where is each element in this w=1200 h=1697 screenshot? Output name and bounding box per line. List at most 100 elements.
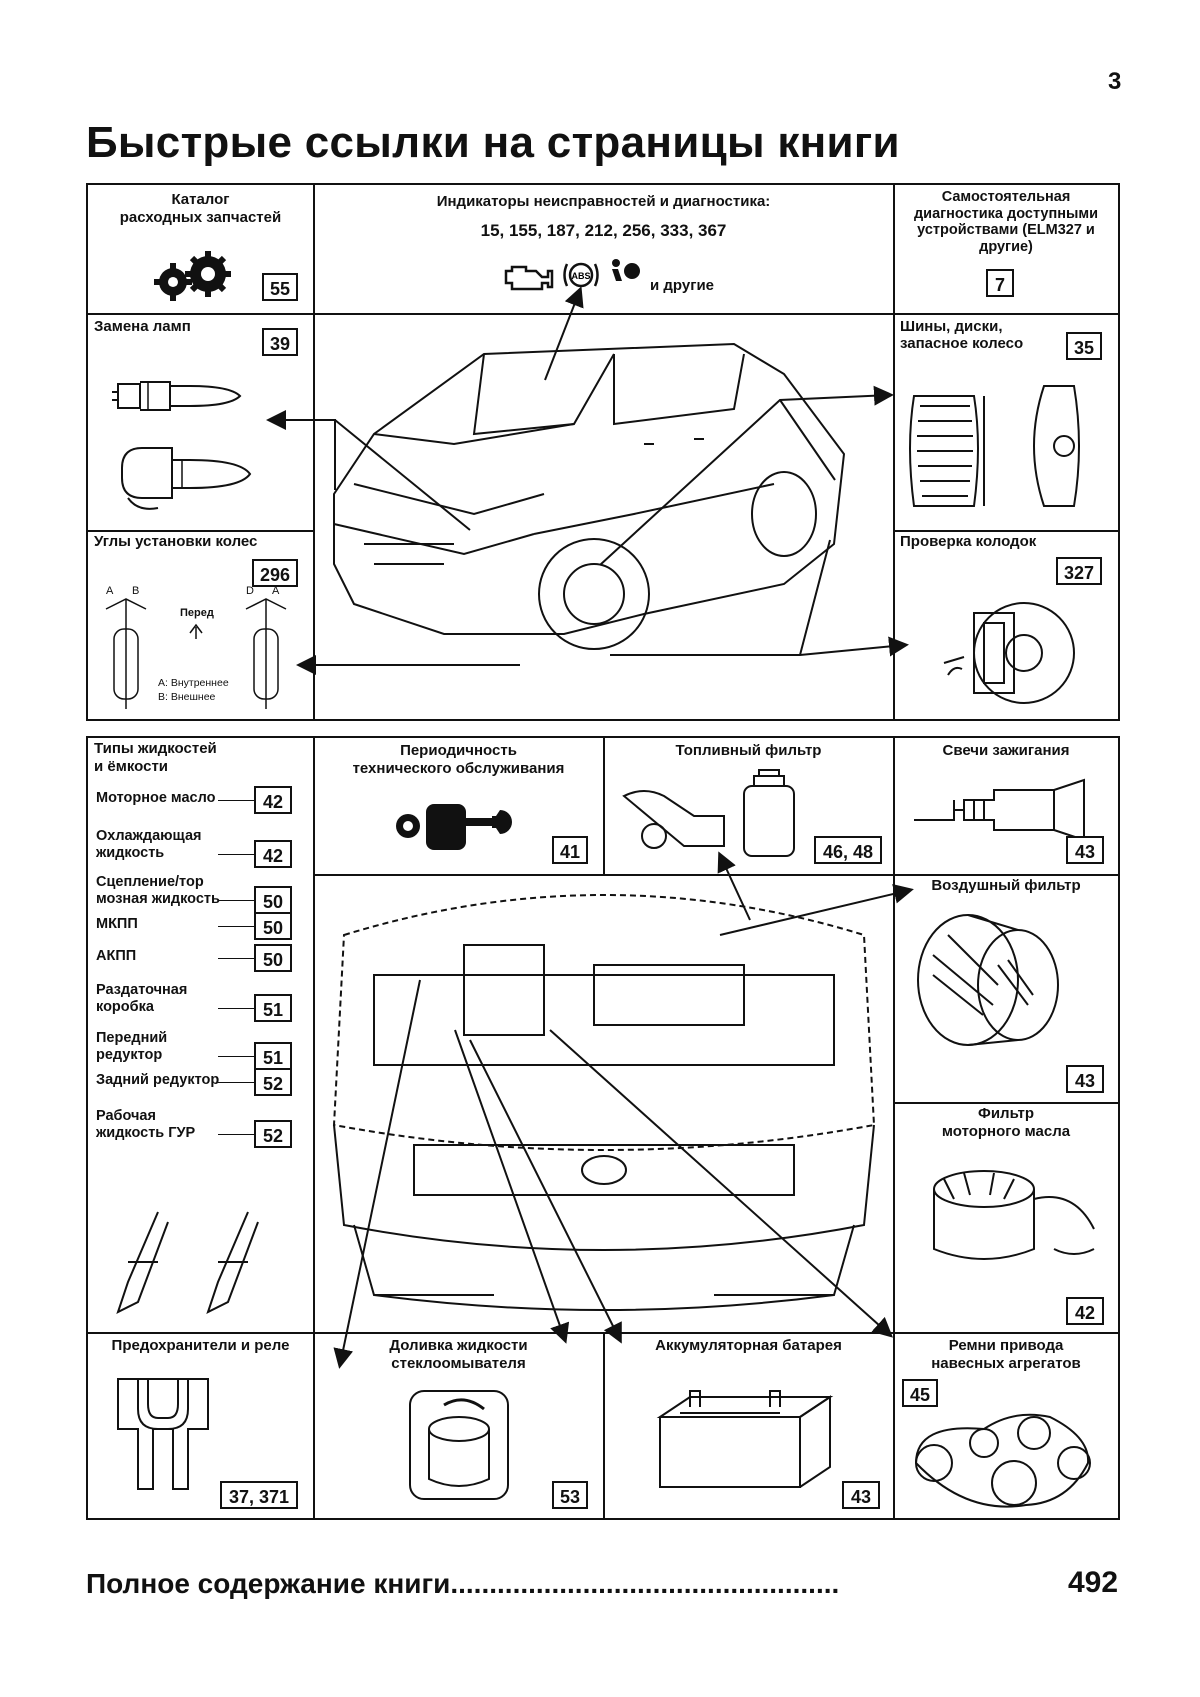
- full-contents-dots: ........................................…: [450, 1568, 840, 1599]
- lamps-cell[interactable]: Замена ламп 39: [88, 314, 313, 530]
- fuses-cell[interactable]: Предохранители и реле 37, 371: [88, 1333, 313, 1518]
- fluid-page-badge[interactable]: 50: [254, 912, 292, 940]
- fluid-item-label: Моторное масло: [96, 790, 216, 806]
- fluid-item[interactable]: Охлаждающая жидкость: [96, 828, 246, 862]
- alignment-diagram: [105, 598, 287, 709]
- spark-plugs-title: Свечи зажигания: [942, 742, 1070, 759]
- washer-title: Доливка жидкости стеклоомывателя: [389, 1337, 528, 1372]
- battery-cell[interactable]: Аккумуляторная батарея 43: [604, 1333, 893, 1518]
- belts-title: Ремни привода навесных агрегатов: [931, 1337, 1081, 1372]
- fluid-item[interactable]: Сцепление/тор мозная жидкость: [96, 874, 246, 908]
- washer-page-badge[interactable]: 53: [552, 1481, 588, 1509]
- tire-illustration: [909, 385, 1080, 507]
- full-contents-line[interactable]: Полное содержание книги.................…: [86, 1568, 1126, 1600]
- fluid-item[interactable]: Рабочая жидкость ГУР: [96, 1108, 246, 1142]
- fluid-leader-line: [218, 1082, 254, 1083]
- fluid-page-badge[interactable]: 42: [254, 786, 292, 814]
- fluid-item[interactable]: АКПП: [96, 948, 246, 965]
- alignment-page-badge[interactable]: 296: [252, 559, 298, 587]
- page-title: Быстрые ссылки на страницы книги: [86, 118, 900, 167]
- belts-cell[interactable]: Ремни привода навесных агрегатов 45: [894, 1333, 1118, 1518]
- fluid-page-badge[interactable]: 52: [254, 1120, 292, 1148]
- alignment-mark-d: D: [246, 585, 254, 597]
- fuel-filter-cell[interactable]: Топливный фильтр 46, 48: [604, 738, 893, 874]
- self-diag-cell[interactable]: Самостоятельная диагностика доступными у…: [894, 185, 1118, 313]
- fuel-filter-page-badge[interactable]: 46, 48: [814, 836, 882, 864]
- fluid-page-badge[interactable]: 51: [254, 1042, 292, 1070]
- oil-filter-page-badge[interactable]: 42: [1066, 1297, 1104, 1325]
- brakes-cell[interactable]: Проверка колодок 327: [894, 531, 1118, 719]
- fuses-page-badge[interactable]: 37, 371: [220, 1481, 298, 1509]
- alignment-title: Углы установки колес: [94, 533, 258, 550]
- fluid-leader-line: [218, 800, 254, 801]
- fluid-item[interactable]: Раздаточная коробка: [96, 982, 246, 1016]
- self-diag-title: Самостоятельная диагностика доступными у…: [913, 189, 1099, 255]
- engine-bay-illustration-area: [314, 875, 893, 1332]
- tires-cell[interactable]: Шины, диски, запасное колесо 35: [894, 314, 1118, 530]
- lamps-title: Замена ламп: [94, 318, 191, 335]
- air-filter-page-badge[interactable]: 43: [1066, 1065, 1104, 1093]
- fluid-leader-line: [218, 958, 254, 959]
- fluid-item-label: АКПП: [96, 948, 137, 964]
- fluid-page-badge[interactable]: 50: [254, 886, 292, 914]
- alignment-cell[interactable]: Углы установки колес 296 A B D A Перед A…: [88, 531, 313, 719]
- spark-plugs-page-badge[interactable]: 43: [1066, 836, 1104, 864]
- airbag-icon: [612, 259, 640, 281]
- h4-bulb-illustration: [112, 381, 242, 411]
- fluid-item[interactable]: МКПП: [96, 916, 246, 933]
- svg-text:ABS: ABS: [571, 271, 590, 281]
- air-filter-title: Воздушный фильтр: [931, 877, 1081, 894]
- battery-page-badge[interactable]: 43: [842, 1481, 880, 1509]
- full-contents-page[interactable]: 492: [1064, 1566, 1119, 1600]
- abs-icon: ABS: [563, 262, 599, 288]
- lamps-page-badge[interactable]: 39: [262, 328, 298, 356]
- fluid-item-label: Сцепление/тор мозная жидкость: [96, 874, 220, 907]
- alignment-legend-a: A: Внутреннее: [158, 677, 229, 689]
- tires-page-badge[interactable]: 35: [1066, 332, 1102, 360]
- fluid-item-label: Раздаточная коробка: [96, 982, 188, 1015]
- fluid-bottles-illustration: [116, 1211, 259, 1314]
- spark-plug-illustration: [914, 778, 1085, 842]
- fluid-item-label: Задний редуктор: [96, 1072, 220, 1088]
- belts-page-badge[interactable]: 45: [902, 1379, 938, 1407]
- indicators-cell[interactable]: Индикаторы неисправностей и диагностика:…: [314, 185, 893, 313]
- wrench-fist-icon: [396, 804, 512, 850]
- fuse-illustration: [117, 1378, 209, 1490]
- fluid-item[interactable]: Задний редуктор: [96, 1072, 246, 1089]
- full-contents-label: Полное содержание книги: [86, 1568, 451, 1599]
- h7-bulb-illustration: [121, 447, 252, 510]
- air-filter-cell[interactable]: Воздушный фильтр 43: [894, 875, 1118, 1102]
- indicators-title: Индикаторы неисправностей и диагностика:: [436, 193, 771, 210]
- self-diag-page-badge[interactable]: 7: [986, 269, 1014, 297]
- alignment-mark-a2: A: [272, 585, 280, 597]
- washer-cell[interactable]: Доливка жидкости стеклоомывателя 53: [314, 1333, 603, 1518]
- maintenance-cell[interactable]: Периодичность технического обслуживания …: [314, 738, 603, 874]
- indicators-others: и другие: [650, 277, 715, 294]
- spark-plugs-cell[interactable]: Свечи зажигания 43: [894, 738, 1118, 874]
- oil-filter-title: Фильтр моторного масла: [941, 1105, 1071, 1140]
- maintenance-page-badge[interactable]: 41: [552, 836, 588, 864]
- brakes-page-badge[interactable]: 327: [1056, 557, 1102, 585]
- fluid-page-badge[interactable]: 52: [254, 1068, 292, 1096]
- fluid-leader-line: [218, 1134, 254, 1135]
- battery-title: Аккумуляторная батарея: [655, 1337, 842, 1354]
- alignment-mark-b: B: [132, 585, 140, 597]
- fluid-leader-line: [218, 1056, 254, 1057]
- fluid-item[interactable]: Моторное масло: [96, 790, 246, 807]
- top-arrows: [266, 286, 909, 675]
- catalog-cell[interactable]: Каталог расходных запчастей 55: [88, 185, 313, 313]
- gears-icon: [154, 251, 231, 301]
- brake-caliper-illustration: [943, 602, 1075, 704]
- alignment-legend-b: B: Внешнее: [158, 691, 216, 703]
- fluid-page-badge[interactable]: 42: [254, 840, 292, 868]
- catalog-page-badge[interactable]: 55: [262, 273, 298, 301]
- fluid-page-badge[interactable]: 51: [254, 994, 292, 1022]
- air-filter-illustration: [917, 914, 1059, 1046]
- fluid-page-badge[interactable]: 50: [254, 944, 292, 972]
- fluid-item-label: МКПП: [96, 916, 138, 932]
- oil-filter-cell[interactable]: Фильтр моторного масла 42: [894, 1103, 1118, 1332]
- fluid-leader-line: [218, 1008, 254, 1009]
- fluid-item[interactable]: Передний редуктор: [96, 1030, 246, 1064]
